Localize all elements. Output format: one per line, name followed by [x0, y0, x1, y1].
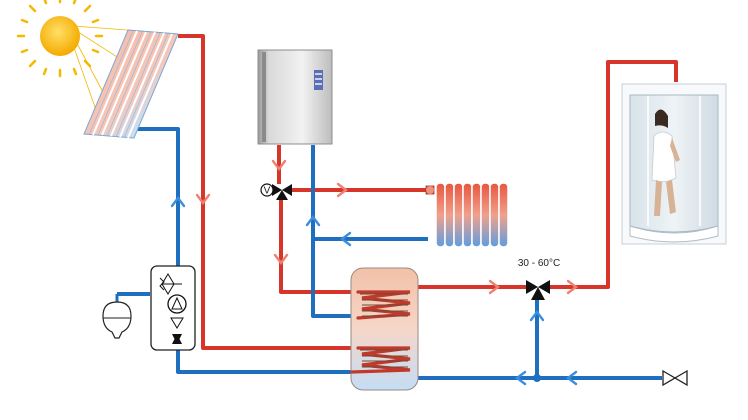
cold-pipes — [117, 127, 662, 380]
arrow-cold-up — [529, 310, 545, 322]
mixing-temperature-label: 30 - 60°C — [518, 258, 560, 269]
storage-tank-icon — [350, 267, 419, 391]
pump-group-icon — [150, 265, 196, 351]
boiler-icon — [257, 49, 333, 145]
flow-arrows — [170, 159, 578, 386]
arrow-to-shower — [566, 279, 578, 295]
radiator-icon — [425, 182, 509, 248]
cold-junction-dot — [533, 374, 541, 382]
arrow-cold-left-2 — [566, 370, 578, 386]
arrow-return-up — [170, 196, 186, 208]
sun-icon — [16, 0, 179, 121]
solar-collector-icon — [83, 29, 179, 139]
upper-heat-coil — [356, 290, 411, 320]
shutoff-valve-icon — [662, 369, 688, 387]
lower-heat-coil — [350, 346, 411, 374]
shower-cabin-icon — [621, 83, 727, 245]
arrow-tank-out — [488, 279, 500, 295]
arrow-boiler-return-up — [305, 215, 321, 227]
expansion-vessel-icon — [102, 294, 132, 339]
arrow-cold-left-1 — [515, 370, 527, 386]
arrow-valve-down — [273, 253, 289, 265]
mixing-valve-icon — [526, 280, 550, 300]
person-figure — [651, 109, 680, 216]
three-way-valve-icon: V — [260, 183, 292, 200]
arrow-radiator-return — [340, 231, 352, 247]
arrow-boiler-down — [271, 159, 287, 171]
valve-v-label: V — [264, 186, 271, 197]
arrow-collector-down — [195, 193, 211, 205]
arrow-to-radiator — [336, 182, 348, 198]
